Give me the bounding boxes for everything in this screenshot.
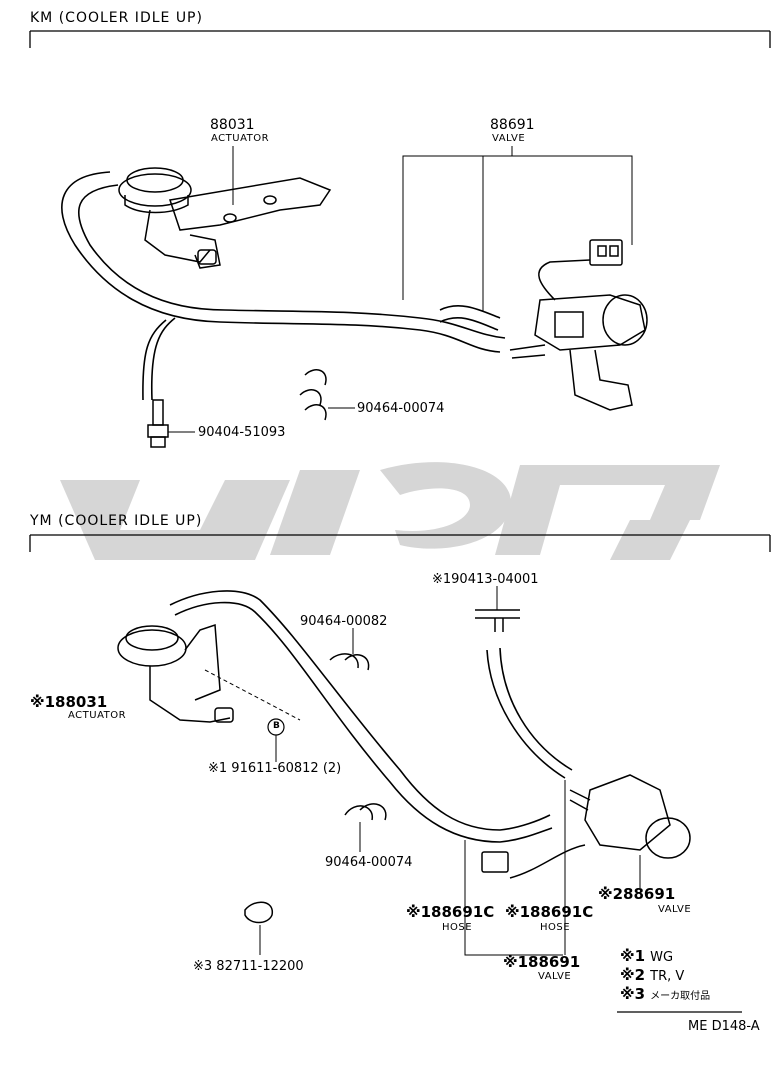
km-section-title: KM (COOLER IDLE UP) <box>30 10 203 26</box>
ym-frame <box>29 534 771 552</box>
legend-code: ※2 <box>620 966 646 984</box>
legend-code: ※1 <box>620 947 646 965</box>
km-valve-drawing <box>509 239 648 411</box>
watermark <box>60 462 720 560</box>
km-valve-part-number: 88691 <box>490 117 535 133</box>
legend-text: WG <box>650 950 674 965</box>
ym-section-title: YM (COOLER IDLE UP) <box>30 513 203 529</box>
km-clip-part-number: 90464-00074 <box>357 401 445 416</box>
bolt-ref-letter: B <box>273 721 280 731</box>
km-nipple-drawing <box>147 399 169 448</box>
legend-text: メーカ取付品 <box>650 991 711 1002</box>
km-actuator-drawing <box>118 167 332 269</box>
drawing-code: ME D148-A <box>688 1019 760 1034</box>
ym-hose1-part-name: HOSE <box>442 922 473 933</box>
legend-code: ※3 <box>620 985 646 1003</box>
ym-hose-long <box>169 590 553 843</box>
ym-hose2-part-number: ※188691C <box>505 903 594 921</box>
ym-bolt-ref-drawing <box>204 669 301 762</box>
ym-actuator-drawing <box>117 623 234 723</box>
ym-clips-drawing <box>329 653 387 821</box>
ym-actuator-part-number: ※188031 <box>30 693 108 711</box>
ym-clip-b-part-number: 90464-00074 <box>325 855 413 870</box>
ym-actuator-part-name: ACTUATOR <box>68 710 127 721</box>
legend-item-1: ※1 WG <box>620 947 674 965</box>
bolt-ref-marker <box>267 718 285 736</box>
ym-hose2-part-name: HOSE <box>540 922 571 933</box>
ym-clamp-drawing <box>244 901 273 924</box>
km-valve-part-name: VALVE <box>492 133 526 144</box>
ym-valve2-drawing <box>481 774 691 879</box>
km-leaders <box>168 146 633 433</box>
km-actuator-part-name: ACTUATOR <box>211 133 270 144</box>
ym-tee-part-number: ※190413-04001 <box>432 572 539 587</box>
ym-valve1-part-number: ※188691 <box>503 953 581 971</box>
km-actuator-part-number: 88031 <box>210 117 255 133</box>
km-hose <box>61 171 506 401</box>
ym-hose-short <box>486 647 573 779</box>
ym-valve2-part-number: ※288691 <box>598 885 676 903</box>
ym-valve1-part-name: VALVE <box>538 971 572 982</box>
ym-valve2-part-name: VALVE <box>658 904 692 915</box>
ym-leaders <box>259 586 641 956</box>
ym-clamp-part-number: ※3 82711-12200 <box>193 959 304 974</box>
legend-text: TR, V <box>650 969 685 984</box>
km-frame <box>29 30 771 48</box>
ym-bolt-part-number: ※1 91611-60812 (2) <box>208 761 342 776</box>
ym-hose1-part-number: ※188691C <box>406 903 495 921</box>
km-nipple-part-number: 90404-51093 <box>198 425 286 440</box>
ym-clip-a-part-number: 90464-00082 <box>300 614 388 629</box>
km-clips-drawing <box>299 369 327 421</box>
legend-item-3: ※3 メーカ取付品 <box>620 986 710 1002</box>
legend-item-2: ※2 TR, V <box>620 966 685 984</box>
ym-tee-drawing <box>475 609 520 632</box>
